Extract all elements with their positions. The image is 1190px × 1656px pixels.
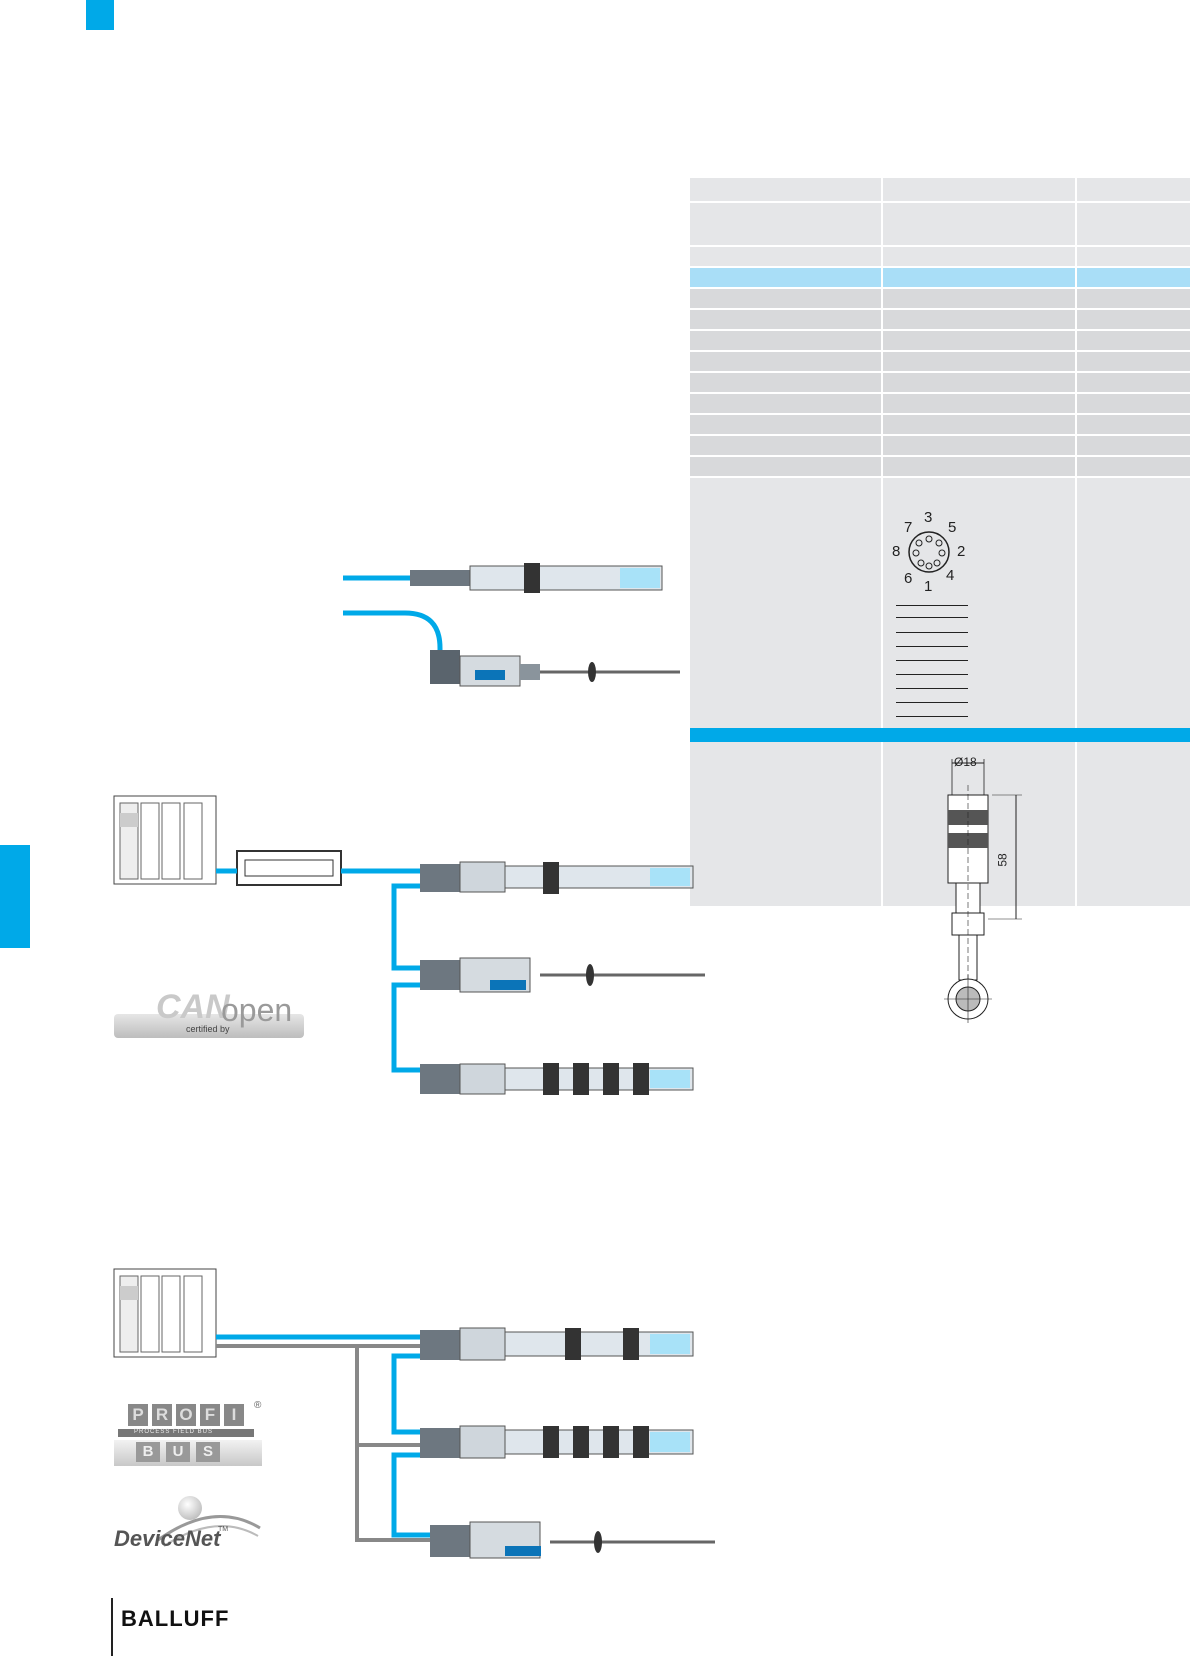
pin-assignment-line <box>896 605 968 606</box>
brand-logo: BALLUFF <box>121 1606 230 1631</box>
pin-label: 3 <box>924 509 933 526</box>
pin-label: 8 <box>892 543 901 560</box>
profibus-letter: O <box>176 1404 196 1426</box>
spec-row <box>690 289 1190 308</box>
pin-label: 2 <box>957 543 966 560</box>
profibus-letter: P <box>128 1404 148 1426</box>
pin-assignment-line <box>896 617 968 618</box>
pin-assignment-line <box>896 702 968 703</box>
pin-assignment-line <box>896 646 968 647</box>
canopen-can: CAN <box>156 988 230 1026</box>
pin-assignment-line <box>896 716 968 717</box>
spec-table-bottom-bar <box>690 728 1190 742</box>
pin-label: 7 <box>904 519 913 536</box>
profibus-logo: P R O F I ® PROCESS FIELD BUS B U S <box>114 1400 262 1466</box>
profibus-letter: F <box>200 1404 220 1426</box>
devicenet-name: DeviceNet <box>114 1526 221 1551</box>
spec-row <box>690 373 1190 392</box>
pin-label: 1 <box>924 578 933 595</box>
spec-row <box>690 436 1190 455</box>
profibus-letter: I <box>224 1404 244 1426</box>
diameter-label: Ø18 <box>954 755 977 769</box>
spec-row <box>690 394 1190 413</box>
devicenet-logo: DeviceNet TM <box>114 1496 264 1556</box>
profibus-letter: R <box>152 1404 172 1426</box>
spec-row <box>690 203 1190 245</box>
spec-row <box>690 352 1190 371</box>
devicenet-mark: TM <box>218 1526 229 1533</box>
spec-row <box>690 178 1190 201</box>
pin-label: 5 <box>948 519 957 536</box>
page-tab-marker <box>86 0 114 30</box>
profibus-letter: U <box>166 1442 190 1462</box>
spec-row <box>690 415 1190 434</box>
profibus-letter: B <box>136 1442 160 1462</box>
canopen-open: open <box>221 992 293 1028</box>
profibus-subtitle: PROCESS FIELD BUS <box>134 1429 214 1435</box>
canopen-certified: certified by <box>186 1024 230 1034</box>
connector-dimension-drawing <box>947 759 1022 985</box>
spec-row-highlight <box>690 268 1190 287</box>
pin-label: 4 <box>946 567 955 584</box>
spec-row <box>690 331 1190 350</box>
plc-rack-icon <box>113 795 217 885</box>
pin-label: 6 <box>904 570 913 587</box>
spec-row <box>690 247 1190 266</box>
plc-rack-icon <box>113 1268 217 1358</box>
spec-row <box>690 457 1190 476</box>
canopen-logo: CAN open certified by <box>114 988 304 1042</box>
connector-face-icon <box>944 975 992 1023</box>
connector-pinout-icon <box>908 531 950 573</box>
spec-row-pinout <box>690 478 1190 906</box>
pin-assignment-line <box>896 688 968 689</box>
chapter-tab-marker <box>0 845 30 948</box>
profibus-letter: S <box>196 1442 220 1462</box>
pin-assignment-line <box>896 632 968 633</box>
spec-row <box>690 310 1190 329</box>
footer-rule <box>111 1598 113 1656</box>
profibus-mark: ® <box>254 1400 262 1411</box>
pin-assignment-line <box>896 660 968 661</box>
pin-assignment-line <box>896 674 968 675</box>
